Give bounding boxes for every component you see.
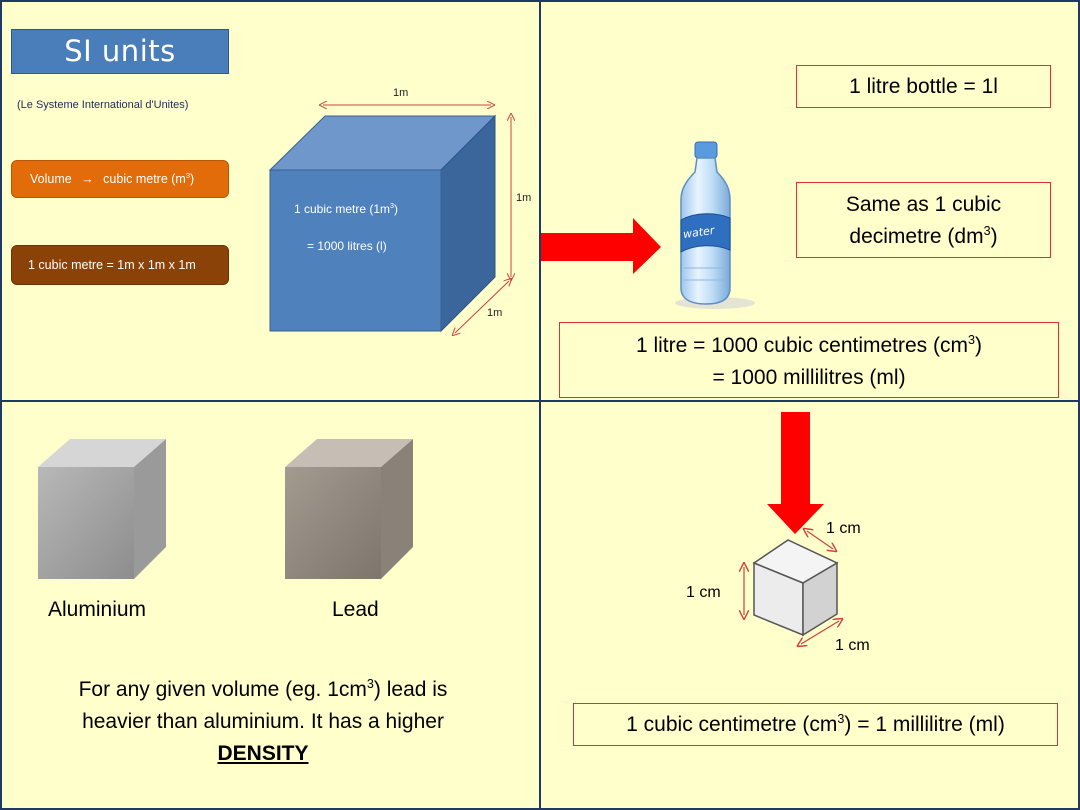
down-arrow-icon — [767, 412, 824, 534]
cube-front-face — [269, 169, 442, 332]
right-arrow-icon — [541, 218, 661, 274]
si-units-title: SI units — [11, 29, 229, 74]
water-bottle-icon — [675, 141, 755, 309]
small-cube-left-dimension: 1 cm — [686, 584, 721, 601]
depth-dimension-arrow — [455, 281, 509, 333]
small-top-arrow — [807, 531, 833, 549]
si-subtitle: (Le Systeme International d'Unites) — [17, 99, 189, 111]
superscript: 3 — [837, 712, 845, 726]
close-paren: ) — [394, 202, 399, 216]
cube-top-dimension: 1m — [393, 87, 409, 99]
lead-cube-image — [285, 439, 413, 579]
superscript: 3 — [366, 677, 374, 691]
right-arrow-icon: → — [81, 172, 94, 186]
density-text-a: For any given volume (eg. 1cm — [78, 678, 367, 701]
cubic-decimetre-box: Same as 1 cubic decimetre (dm3) — [796, 182, 1051, 258]
litre-bottle-box: 1 litre bottle = 1l — [796, 65, 1051, 108]
cm-box-line2: = 1000 millilitres (ml) — [712, 366, 906, 389]
small-cube-bottom-dimension: 1 cm — [835, 637, 870, 654]
cm-box-line1: 1 litre = 1000 cubic centimetres (cm3) — [560, 330, 1058, 362]
density-line1: For any given volume (eg. 1cm3) lead is — [30, 674, 496, 706]
dm-box-line2: decimetre (dm3) — [797, 221, 1050, 253]
cubic-metre-definition-pill: 1 cubic metre = 1m x 1m x 1m — [11, 245, 229, 285]
cube-right-dimension: 1m — [516, 192, 532, 204]
equation-text-b: ) = 1 millilitre (ml) — [844, 713, 1005, 736]
cube-label-line2: = 1000 litres (l) — [307, 239, 387, 253]
dm-text: decimetre (dm — [849, 225, 984, 248]
density-explanation: For any given volume (eg. 1cm3) lead is … — [30, 674, 496, 770]
litre-cubic-cm-box: 1 litre = 1000 cubic centimetres (cm3) =… — [559, 322, 1059, 398]
close-paren: ) — [975, 334, 983, 357]
cube-label-line1: 1 cubic metre (1m3) — [294, 202, 398, 216]
small-cube-top-dimension: 1 cm — [826, 520, 861, 537]
cubic-metre-cube — [268, 85, 540, 340]
superscript: 3 — [983, 224, 991, 238]
small-cube-right — [802, 561, 838, 637]
density-keyword: DENSITY — [217, 742, 309, 765]
close-paren: ) — [990, 225, 998, 248]
cubic-cm-millilitre-box: 1 cubic centimetre (cm3) = 1 millilitre … — [573, 703, 1058, 746]
cubic-centimetre-cube — [735, 525, 865, 650]
lead-label: Lead — [332, 598, 379, 621]
volume-unit-pill: Volume → cubic metre (m3) — [11, 160, 229, 198]
cube-depth-dimension: 1m — [487, 307, 503, 319]
volume-label: Volume — [30, 172, 72, 186]
superscript: 3 — [968, 333, 976, 347]
aluminium-label: Aluminium — [48, 598, 147, 621]
aluminium-cube-image — [38, 439, 166, 579]
cubic-metre-text: cubic metre (m — [103, 172, 186, 186]
equation-text-a: 1 cubic centimetre (cm — [626, 713, 838, 736]
density-text-b: ) lead is — [373, 678, 448, 701]
superscript: 3 — [185, 170, 190, 180]
cm-text: 1 litre = 1000 cubic centimetres (cm — [635, 334, 969, 357]
density-line2: heavier than aluminium. It has a higher — [82, 710, 444, 733]
superscript: 3 — [390, 201, 395, 210]
cube-label-text: 1 cubic metre (1m — [294, 202, 391, 216]
close-paren: ) — [190, 172, 195, 186]
small-bottom-arrow — [801, 621, 839, 644]
dm-box-line1: Same as 1 cubic — [845, 193, 1002, 216]
